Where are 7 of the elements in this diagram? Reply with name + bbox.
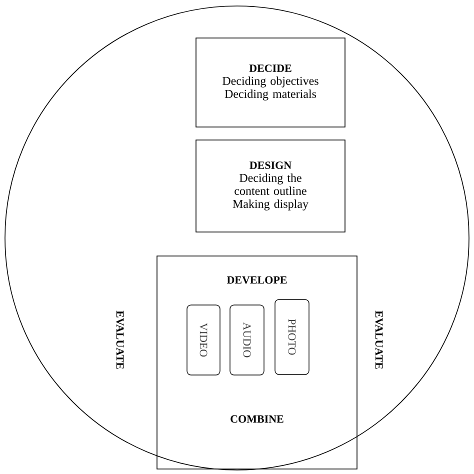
stage-box: DECIDE Deciding objectives Deciding materials [196, 38, 346, 128]
stage-box: DESIGN Deciding the content outline Making display [196, 140, 346, 232]
media-box: AUDIO [230, 304, 264, 376]
media-box: PHOTO [274, 299, 310, 375]
cycle-label: EVALUATE [116, 310, 124, 369]
cycle-label: EVALUATE [375, 310, 383, 369]
media-box: VIDEO [186, 304, 220, 376]
